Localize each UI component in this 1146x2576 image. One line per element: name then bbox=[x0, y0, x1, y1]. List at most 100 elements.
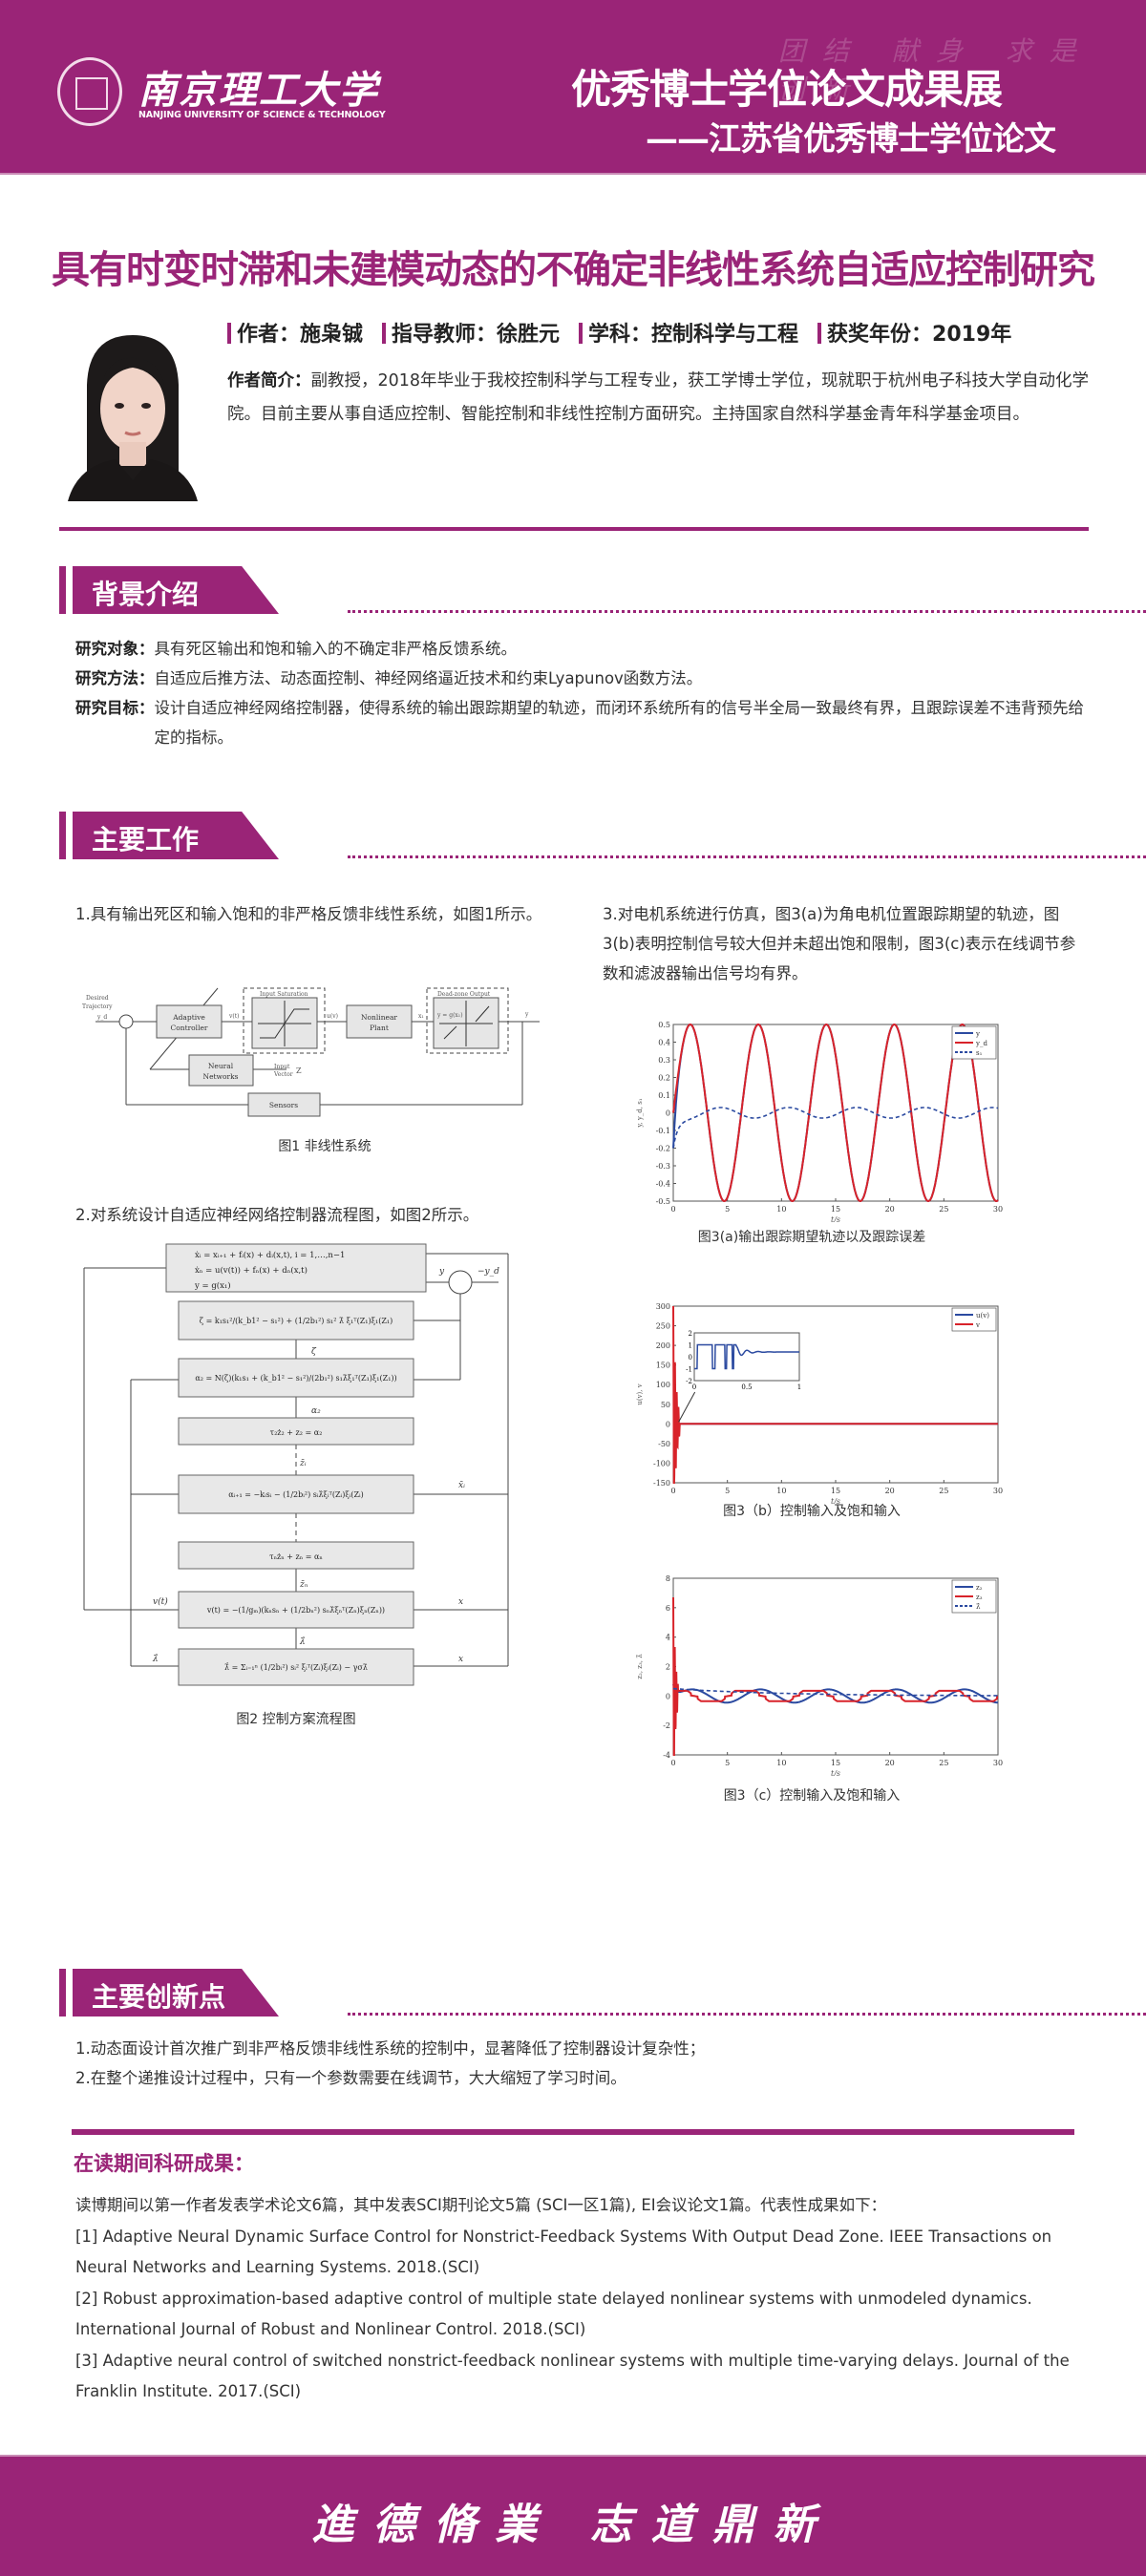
lambda-hat-label-2: λ̂ bbox=[152, 1654, 159, 1664]
y-tick-label: 0.4 bbox=[658, 1039, 670, 1047]
series-v bbox=[672, 1305, 998, 1484]
inset-arrow bbox=[678, 1391, 696, 1423]
paper-item: [1] Adaptive Neural Dynamic Surface Cont… bbox=[75, 2227, 1052, 2277]
fig1-sensors-label: Sensors bbox=[269, 1101, 298, 1109]
x-axis-label: t/s bbox=[831, 1497, 840, 1504]
x-tick-label: 30 bbox=[993, 1759, 1003, 1767]
y-tick-label: 50 bbox=[661, 1401, 670, 1409]
y-tick-label: 0.3 bbox=[658, 1056, 670, 1065]
section-header-main-work: 主要工作 bbox=[59, 812, 1146, 859]
results-heading: 在读期间科研成果： bbox=[74, 2152, 254, 2175]
alpha2-eq: α₂ = N(ζ)(k₁s₁ + (k_b1² − s₁²)/(2b₁²) s₁… bbox=[195, 1374, 396, 1383]
footer-banner: 進德脩業 志道鼎新 bbox=[0, 2455, 1146, 2576]
school-name: 南京理工大学 bbox=[138, 68, 379, 113]
series-yd bbox=[672, 1023, 999, 1203]
taun-eq: τₙżₙ + zₙ = αₙ bbox=[269, 1552, 323, 1561]
x-tick-label: 15 bbox=[831, 1487, 840, 1495]
x-tick-label: 0 bbox=[670, 1487, 675, 1495]
v-eq: v(t) = −(1/gₘ)(kₙsₙ + (1/2bₙ²) sₙλ̂ξₙᵀ(Z… bbox=[206, 1606, 385, 1615]
series-z3 bbox=[672, 1596, 999, 1756]
x-tick-label: 20 bbox=[885, 1759, 895, 1767]
figure-2-caption: 图2 控制方案流程图 bbox=[236, 1712, 356, 1727]
fig1-z-label: Z bbox=[296, 1066, 302, 1075]
x-tick-label: 20 bbox=[885, 1205, 895, 1214]
figure-1-block-diagram: Desired Trajectory y_d v(t) Input Satura… bbox=[82, 987, 540, 1117]
thesis-title: 具有时变时滞和未建模动态的不确定非线性系统自适应控制研究 bbox=[52, 248, 1095, 292]
work-item-3: 3.对电机系统进行仿真，图3(a)为角电机位置跟踪期望的轨迹，图3(b)表明控制… bbox=[603, 905, 1076, 982]
y-tick-label: 0.2 bbox=[658, 1074, 670, 1083]
fig1-vt-label: v(t) bbox=[228, 1013, 239, 1020]
footer-motto: 進德脩業 志道鼎新 bbox=[311, 2501, 835, 2549]
work-item-1: 1.具有输出死区和输入饱和的非严格反馈非线性系统，如图1所示。 bbox=[75, 905, 542, 923]
fig1-x1-label: x₁ bbox=[418, 1013, 424, 1020]
legend-label: λ̂ bbox=[976, 1602, 981, 1611]
thesis-meta: 作者：施枭铖 指导教师：徐胜元 学科：控制科学与工程 获奖年份：2019年 bbox=[227, 317, 1011, 348]
fig1-yd-label: y_d bbox=[96, 1014, 107, 1021]
y-tick-label: 8 bbox=[666, 1574, 670, 1583]
x-tick-label: 5 bbox=[725, 1759, 730, 1767]
figure-3a-caption: 图3(a)输出跟踪期望轨迹以及跟踪误差 bbox=[697, 1230, 926, 1245]
exhibition-title: 优秀博士学位论文成果展 bbox=[571, 66, 1003, 113]
xi-bar-label: x̄ᵢ bbox=[458, 1481, 465, 1490]
fig1-controller-label: Adaptive bbox=[172, 1013, 205, 1022]
y-tick-label: 0.1 bbox=[658, 1091, 670, 1100]
fig1-nn-label: Neural bbox=[208, 1062, 234, 1070]
inset-y-tick-label: -1 bbox=[686, 1366, 692, 1374]
x-tick-label: 25 bbox=[939, 1205, 948, 1214]
x-tick-label: 25 bbox=[939, 1759, 948, 1767]
legend-label: s₁ bbox=[976, 1049, 983, 1057]
fig1-y-label: y bbox=[524, 1011, 529, 1018]
lambda-eq: λ̂̇ = Σᵢ₌₁ⁿ (1/2bᵢ²) sᵢ² ξᵢᵀ(Zᵢ)ξᵢ(Zᵢ) −… bbox=[224, 1662, 368, 1672]
fig1-desired-label: Desired bbox=[86, 995, 109, 1002]
x-tick-label: 0 bbox=[670, 1205, 675, 1214]
y-axis-label: y, y_d, s₁ bbox=[636, 1098, 644, 1128]
y-axis-label: z₂, z₃, λ̂ bbox=[635, 1654, 644, 1679]
fig1-controller-label-2: Controller bbox=[170, 1024, 207, 1032]
x-tick-label: 0 bbox=[670, 1759, 675, 1767]
x-axis-label: t/s bbox=[831, 1215, 840, 1222]
legend-label: z₃ bbox=[976, 1594, 983, 1601]
fig1-input-label: Input bbox=[274, 1064, 290, 1070]
x-axis-label: t/s bbox=[831, 1769, 840, 1776]
section-header-innovation: 主要创新点 bbox=[59, 1969, 1146, 2016]
fig1-deadzone-label: Dead-zone Output bbox=[437, 991, 491, 998]
legend-label: v bbox=[975, 1321, 980, 1329]
neg-yd-label: −y_d bbox=[478, 1267, 499, 1277]
x-tick-label: 15 bbox=[831, 1205, 840, 1214]
x-label-2: x bbox=[458, 1655, 463, 1664]
fig1-plant-label-2: Plant bbox=[370, 1024, 389, 1032]
figure-3b-caption: 图3（b）控制输入及饱和输入 bbox=[723, 1504, 901, 1519]
y-axis-label: u(v), v bbox=[636, 1383, 644, 1404]
x-tick-label: 25 bbox=[939, 1487, 948, 1495]
school-name-en: NANJING UNIVERSITY OF SCIENCE & TECHNOLO… bbox=[138, 110, 386, 120]
tau2-eq: τ₂ż₂ + z₂ = α₂ bbox=[270, 1428, 323, 1437]
author: 作者：施枭铖 bbox=[227, 317, 363, 348]
y-tick-label: -0.4 bbox=[656, 1180, 670, 1189]
figure-2-flowchart: ẋᵢ = xᵢ₊₁ + fᵢ(x) + dᵢ(x,t), i = 1,…,n−1… bbox=[83, 1243, 509, 1686]
fig1-plant-label: Nonlinear bbox=[361, 1013, 397, 1022]
y-tick-label: -2 bbox=[663, 1721, 670, 1730]
lambda-hat-label: λ̂ bbox=[299, 1636, 306, 1647]
innovation-item: 1.动态面设计首次推广到非严格反馈非线性系统的控制中，显著降低了控制器设计复杂性… bbox=[75, 2039, 706, 2058]
award-year: 获奖年份：2019年 bbox=[817, 317, 1011, 348]
fig1-ut-label: u(v) bbox=[327, 1013, 338, 1020]
y-tick-label: -50 bbox=[658, 1440, 670, 1448]
y-tick-label: 4 bbox=[666, 1634, 670, 1642]
inset-y-tick-label: 1 bbox=[689, 1342, 692, 1350]
figure-3c-caption: 图3（c）控制输入及饱和输入 bbox=[723, 1788, 901, 1804]
author-photo bbox=[58, 327, 205, 501]
y-tick-label: 250 bbox=[656, 1322, 670, 1331]
legend-label: z₂ bbox=[976, 1584, 983, 1592]
x-tick-label: 15 bbox=[831, 1759, 840, 1767]
legend-box bbox=[951, 1307, 997, 1332]
motto-watermark: 团结 献身 求是 创新 bbox=[778, 35, 1093, 105]
paper-item: [3] Adaptive neural control of switched … bbox=[75, 2351, 1070, 2401]
x-tick-label: 5 bbox=[725, 1205, 730, 1214]
background-item: 研究方法：自适应后推方法、动态面控制、神经网络逼近技术和约束Lyapunov函数… bbox=[75, 669, 703, 687]
inset-series-u bbox=[694, 1343, 799, 1370]
y-tick-label: 150 bbox=[656, 1362, 670, 1370]
paper-item: [2] Robust approximation-based adaptive … bbox=[75, 2289, 1032, 2339]
inset-x-tick-label: 1 bbox=[797, 1383, 801, 1391]
system-eq-1: ẋᵢ = xᵢ₊₁ + fᵢ(x) + dᵢ(x,t), i = 1,…,n−1 bbox=[195, 1250, 345, 1260]
